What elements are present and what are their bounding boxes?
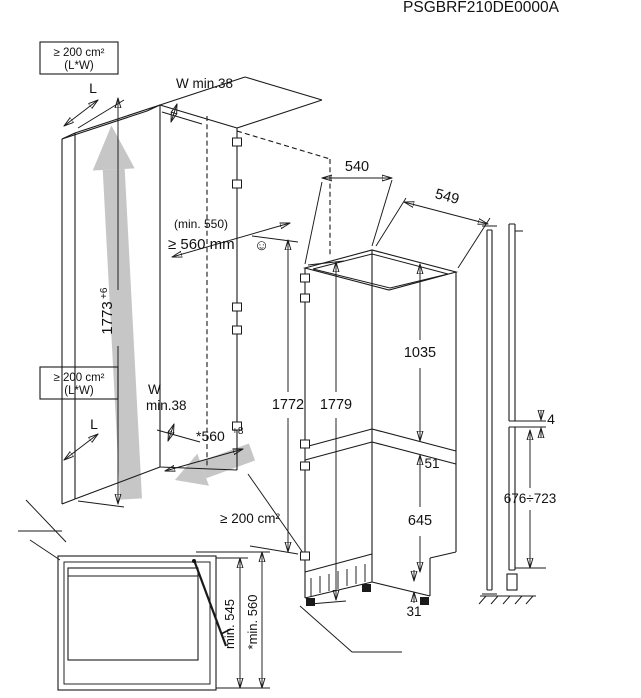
plan-min-depth-label: min. 545 [222, 599, 237, 649]
niche-depth-note: (min. 550) [174, 217, 228, 231]
panel-range-label: 676÷723 [504, 491, 556, 506]
appliance-height-label: 1779 [320, 397, 352, 413]
decor-panel-profile [482, 223, 523, 595]
appliance-depth-label: 549 [433, 186, 461, 208]
smiley-icon: ☺ [254, 237, 269, 254]
depth-label-mid: L [90, 416, 98, 432]
door-hinge-point [192, 559, 196, 563]
vent-box-middle: ≥ 200 cm² (L*W) [39, 366, 119, 400]
lower-door-height-label: 645 [408, 513, 432, 529]
plan-min-depth-star-label: *min. 560 [245, 595, 260, 650]
spacer-width-top-label: W min.38 [176, 76, 233, 91]
niche-inner-width-label: *560 [196, 428, 225, 444]
niche-depth-value: ≥ 560 mm [168, 236, 235, 253]
upper-door-height-label: 1035 [404, 345, 436, 361]
airflow-arrow-vertical [92, 125, 142, 500]
niche-height-label: 1773 [99, 301, 116, 334]
depth-label-top: L [89, 80, 97, 96]
cabinet-hinge-plates [232, 137, 242, 431]
appliance-feet [306, 584, 429, 606]
appliance-structure [300, 249, 459, 606]
vent-mid-area-label: ≥ 200 cm² [53, 372, 104, 384]
door-handle-tick [220, 628, 232, 635]
mid-gap-label: 51 [424, 456, 439, 471]
niche-structure [61, 76, 331, 505]
vent-top-lw-label: (L*W) [64, 60, 94, 72]
vent-top-area-label: ≥ 200 cm² [53, 47, 104, 59]
appliance-hinges [300, 273, 310, 561]
spacer-width-mid-min: min.38 [146, 398, 187, 413]
open-door-line [192, 559, 228, 647]
model-number: PSGBRF210DE0000A [403, 0, 560, 16]
vent-mid-lw-label: (L*W) [64, 385, 94, 397]
panel-gap-label: 4 [547, 411, 555, 427]
niche-inner-height-label: 1772 [272, 397, 304, 413]
niche-inner-width-tolerance: +8 [232, 426, 244, 437]
niche-height-tolerance: +6 [99, 287, 110, 299]
vent-bottom-label: ≥ 200 cm² [220, 511, 280, 526]
appliance-width-label: 540 [345, 159, 369, 175]
base-height-label: 31 [406, 604, 421, 619]
spacer-width-mid-w: W [148, 382, 161, 397]
vent-box-top: ≥ 200 cm² (L*W) [39, 41, 119, 75]
floor-wall-lines [18, 473, 536, 653]
plan-view-inset [29, 539, 232, 691]
